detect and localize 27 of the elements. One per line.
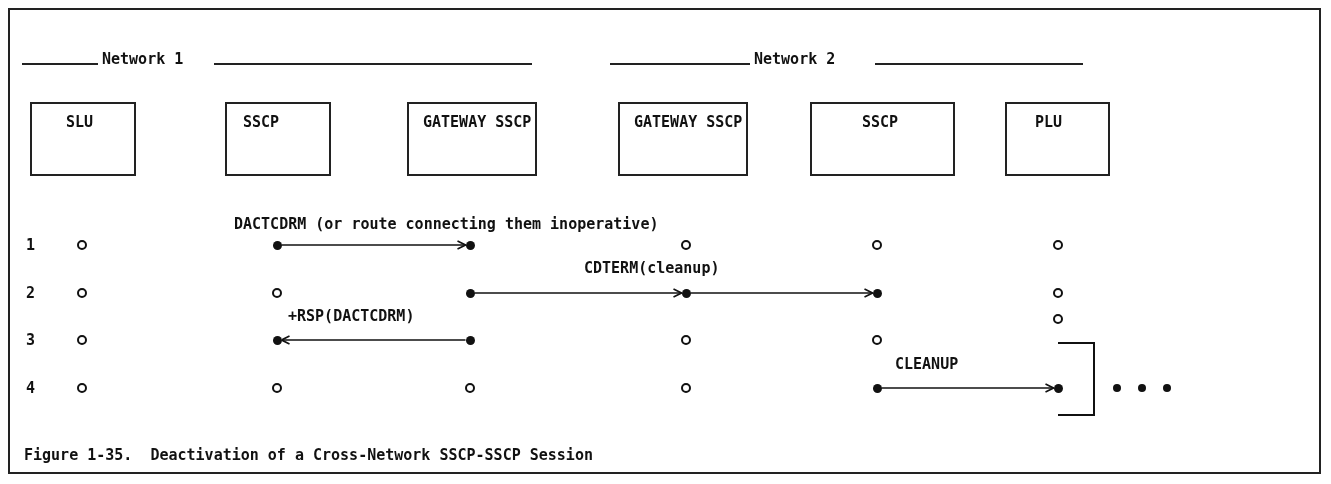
arrow bbox=[880, 383, 1055, 393]
row-number: 3 bbox=[25, 332, 37, 349]
process-box: GATEWAY SSCP bbox=[407, 102, 537, 176]
endpoint-dot bbox=[272, 335, 282, 345]
arrow bbox=[689, 288, 874, 298]
endpoint-dot bbox=[872, 288, 882, 298]
endpoint-dot bbox=[1053, 383, 1063, 393]
row-number: 4 bbox=[25, 380, 37, 397]
arrow bbox=[280, 335, 467, 345]
process-box: SSCP bbox=[810, 102, 955, 176]
process-box: GATEWAY SSCP bbox=[618, 102, 748, 176]
network-heading: Network 2 bbox=[753, 51, 837, 68]
endpoint-dot bbox=[465, 240, 475, 250]
process-box: PLU bbox=[1005, 102, 1110, 176]
endpoint-dot bbox=[872, 383, 882, 393]
arrow bbox=[473, 288, 683, 298]
row-number: 2 bbox=[25, 285, 37, 302]
process-box: SLU bbox=[30, 102, 136, 176]
endpoint-dot bbox=[681, 288, 691, 298]
endpoint-dot bbox=[272, 240, 282, 250]
process-box: SSCP bbox=[225, 102, 331, 176]
arrow bbox=[280, 240, 467, 250]
endpoint-dot bbox=[465, 288, 475, 298]
network-heading: Network 1 bbox=[101, 51, 185, 68]
figure-caption: Figure 1-35. Deactivation of a Cross-Network SSCP-SSCP Session bbox=[22, 447, 595, 464]
endpoint-dot bbox=[465, 335, 475, 345]
row-number: 1 bbox=[25, 237, 37, 254]
